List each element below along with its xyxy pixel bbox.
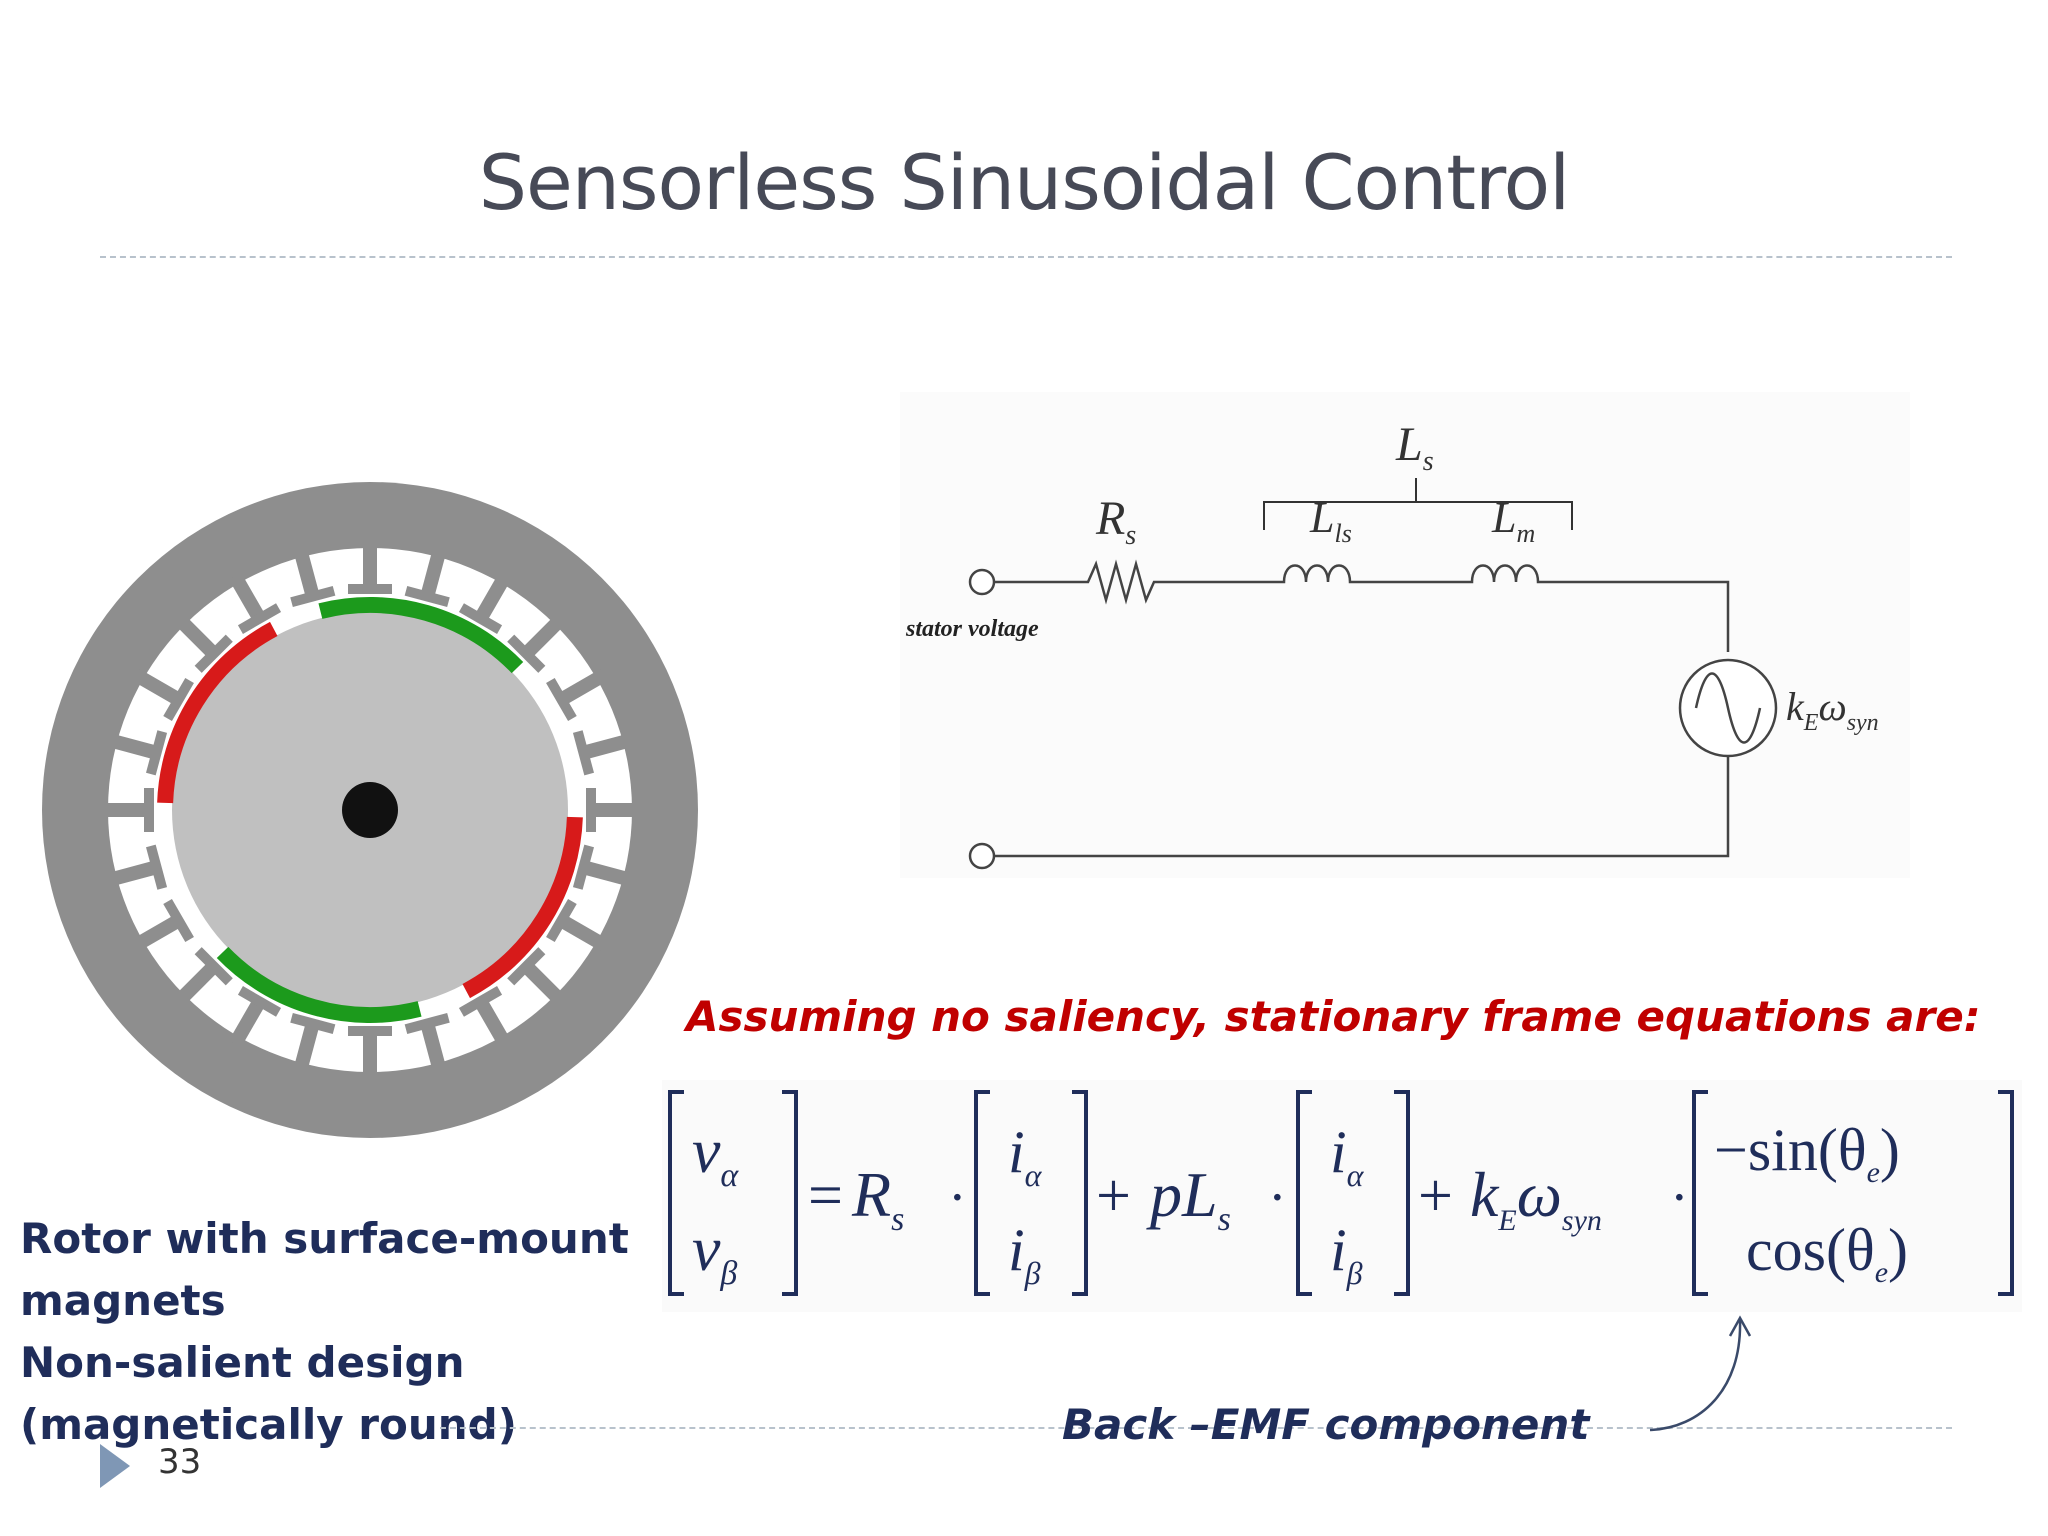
dot-2: · <box>1268 1167 1287 1229</box>
i-bottom-1: i <box>1008 1217 1025 1283</box>
page-number: 33 <box>158 1442 202 1482</box>
i-bottom-2: i <box>1330 1217 1347 1283</box>
stator-tooth <box>507 614 566 673</box>
lhs-bottom: v <box>692 1213 721 1284</box>
stator-tooth <box>100 788 154 832</box>
svg-text:kEωsyn: kEωsyn <box>1786 684 1879 736</box>
caption-line-2: magnets <box>20 1276 226 1325</box>
terminal-bottom <box>968 842 996 870</box>
title-divider <box>100 256 1952 258</box>
stator-tooth <box>572 844 633 890</box>
shaft <box>342 782 398 838</box>
ls-bracket <box>1263 478 1573 530</box>
i-top-1: i <box>1008 1119 1025 1185</box>
stator-tooth <box>290 547 336 608</box>
svg-text:iα: iα <box>1330 1119 1365 1193</box>
lhs-top: v <box>692 1115 721 1186</box>
stator-tooth <box>348 540 392 594</box>
svg-text:kEωsyn: kEωsyn <box>1470 1159 1602 1237</box>
bracket-i2-left <box>1296 1090 1312 1296</box>
assumption-text: Assuming no saliency, stationary frame e… <box>686 992 1981 1041</box>
magnet-green-bottom <box>216 946 422 1023</box>
rotor-caption: Rotor with surface-mount magnets Non-sal… <box>20 1208 660 1456</box>
bracket-v-right <box>782 1090 798 1296</box>
equals-sign: = <box>808 1162 843 1230</box>
bottom-wire <box>994 756 1730 858</box>
stator-tooth <box>507 947 566 1006</box>
svg-text:cos(θe): cos(θe) <box>1746 1217 1908 1289</box>
svg-text:Rs: Rs <box>851 1159 904 1238</box>
caption-line-3: Non-salient design <box>20 1338 465 1387</box>
svg-text:Lls: Lls <box>1309 493 1352 548</box>
lm-label: L <box>1491 493 1516 542</box>
stator-tooth <box>132 898 194 952</box>
emf-bottom: cos(θ <box>1746 1217 1875 1283</box>
svg-text:iα: iα <box>1008 1119 1043 1193</box>
dot-3: · <box>1670 1167 1689 1229</box>
source-k: k <box>1786 684 1805 729</box>
magnet-green-top <box>318 597 524 674</box>
caption-line-4: (magnetically round) <box>20 1400 517 1449</box>
svg-text:vα: vα <box>692 1115 739 1194</box>
dot-1: · <box>948 1167 967 1229</box>
stator-tooth <box>404 1012 450 1073</box>
stationary-frame-equation: vα vβ = Rs · iα iβ + pLs · iα iβ + kEωsy… <box>662 1080 2022 1312</box>
bracket-i2-right <box>1394 1090 1410 1296</box>
ac-wave <box>1694 672 1762 744</box>
emf-top: −sin(θ <box>1714 1117 1867 1183</box>
stator-tooth <box>546 668 608 722</box>
svg-text:iβ: iβ <box>1330 1217 1363 1291</box>
rs-label: R <box>1095 492 1125 545</box>
bracket-i1-right <box>1072 1090 1088 1296</box>
stator-tooth <box>228 572 282 634</box>
svg-text:vβ: vβ <box>692 1213 737 1292</box>
bracket-i1-left <box>974 1090 990 1296</box>
svg-text:Rs: Rs <box>1095 492 1136 551</box>
back-emf-label: Back –EMF component <box>1062 1400 1590 1449</box>
slide-title: Sensorless Sinusoidal Control <box>478 138 1570 227</box>
stator-tooth <box>107 730 168 776</box>
rs-term: R <box>851 1159 891 1230</box>
stator-tooth <box>290 1012 336 1073</box>
magnet-red-left <box>157 621 278 804</box>
pls-term: pL <box>1146 1159 1218 1230</box>
bracket-emf-right <box>1998 1090 2014 1296</box>
stator-tooth <box>458 986 512 1048</box>
stator-tooth <box>107 844 168 890</box>
stator-tooth <box>586 788 640 832</box>
stator-tooth <box>546 898 608 952</box>
bracket-v-left <box>668 1090 684 1296</box>
i-top-2: i <box>1330 1119 1347 1185</box>
stator-tooth <box>348 1026 392 1080</box>
stator-voltage-label: stator voltage <box>905 616 1039 642</box>
svg-text:−sin(θe): −sin(θe) <box>1714 1117 1900 1189</box>
caption-line-1: Rotor with surface-mount <box>20 1214 629 1263</box>
stator-tooth <box>404 547 450 608</box>
stator-tooth <box>174 947 233 1006</box>
lls-label: L <box>1309 493 1334 542</box>
footer-divider <box>440 1427 1952 1429</box>
page-marker-icon <box>100 1444 130 1488</box>
stator-tooth <box>572 730 633 776</box>
svg-text:iβ: iβ <box>1008 1217 1041 1291</box>
back-emf-arrow <box>1649 1315 1752 1432</box>
plus-2: + <box>1418 1162 1453 1230</box>
top-wire <box>994 559 1730 652</box>
bracket-emf-left <box>1692 1090 1708 1296</box>
svg-text:pLs: pLs <box>1146 1159 1231 1238</box>
terminal-top <box>968 568 996 596</box>
stator-tooth <box>458 572 512 634</box>
svg-text:Lm: Lm <box>1491 493 1535 548</box>
ke-term: k <box>1470 1159 1500 1230</box>
ls-label: L <box>1395 418 1423 471</box>
stator-tooth <box>132 668 194 722</box>
motor-cross-section <box>20 460 720 1160</box>
equivalent-circuit: Ls Rs Lls Lm kEωsyn stator voltage <box>900 392 1910 878</box>
plus-1: + <box>1096 1162 1131 1230</box>
svg-text:Ls: Ls <box>1395 418 1434 477</box>
stator-tooth <box>174 614 233 673</box>
stator-tooth <box>228 986 282 1048</box>
magnet-red-right <box>462 816 583 999</box>
